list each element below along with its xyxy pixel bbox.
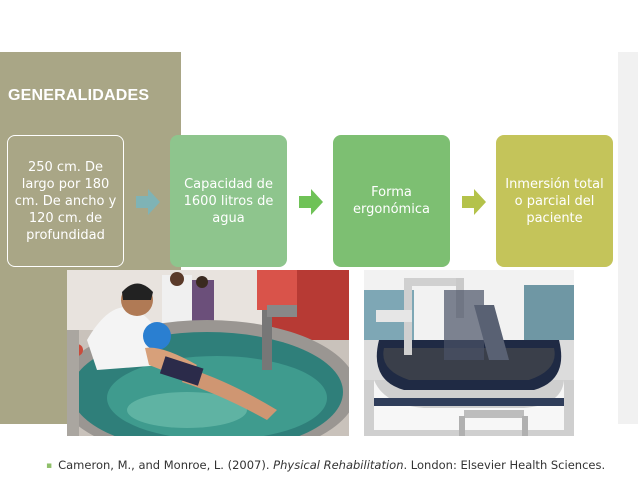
citation-publisher: . London: Elsevier Health Sciences. bbox=[403, 458, 606, 472]
therapy-tub-photo bbox=[364, 270, 574, 436]
step-immersion-text: Inmersión total o parcial del paciente bbox=[505, 176, 604, 226]
citation-book: Physical Rehabilitation bbox=[273, 458, 404, 472]
bullet-icon: ▪ bbox=[46, 461, 53, 471]
step-dimensions: 250 cm. De largo por 180 cm. De ancho y … bbox=[7, 135, 124, 267]
step-shape-text: Forma ergonómica bbox=[353, 185, 430, 217]
slide-title: GENERALIDADES bbox=[8, 87, 150, 104]
step-capacity-text: Capacidad de 1600 litros de agua bbox=[183, 176, 274, 226]
step-shape: Forma ergonómica bbox=[333, 135, 450, 267]
step-immersion: Inmersión total o parcial del paciente bbox=[496, 135, 613, 267]
citation: ▪ Cameron, M., and Monroe, L. (2007). Phy… bbox=[46, 458, 605, 472]
citation-authors: Cameron, M., and Monroe, L. (2007). bbox=[58, 458, 274, 472]
hydrotherapy-photo bbox=[67, 270, 349, 436]
step-dimensions-text: 250 cm. De largo por 180 cm. De ancho y … bbox=[14, 159, 117, 243]
right-arrow-icon bbox=[462, 188, 486, 216]
right-arrow-icon bbox=[299, 188, 323, 216]
slide-edge-strip bbox=[618, 52, 638, 424]
step-capacity: Capacidad de 1600 litros de agua bbox=[170, 135, 287, 267]
right-arrow-icon bbox=[136, 188, 160, 216]
